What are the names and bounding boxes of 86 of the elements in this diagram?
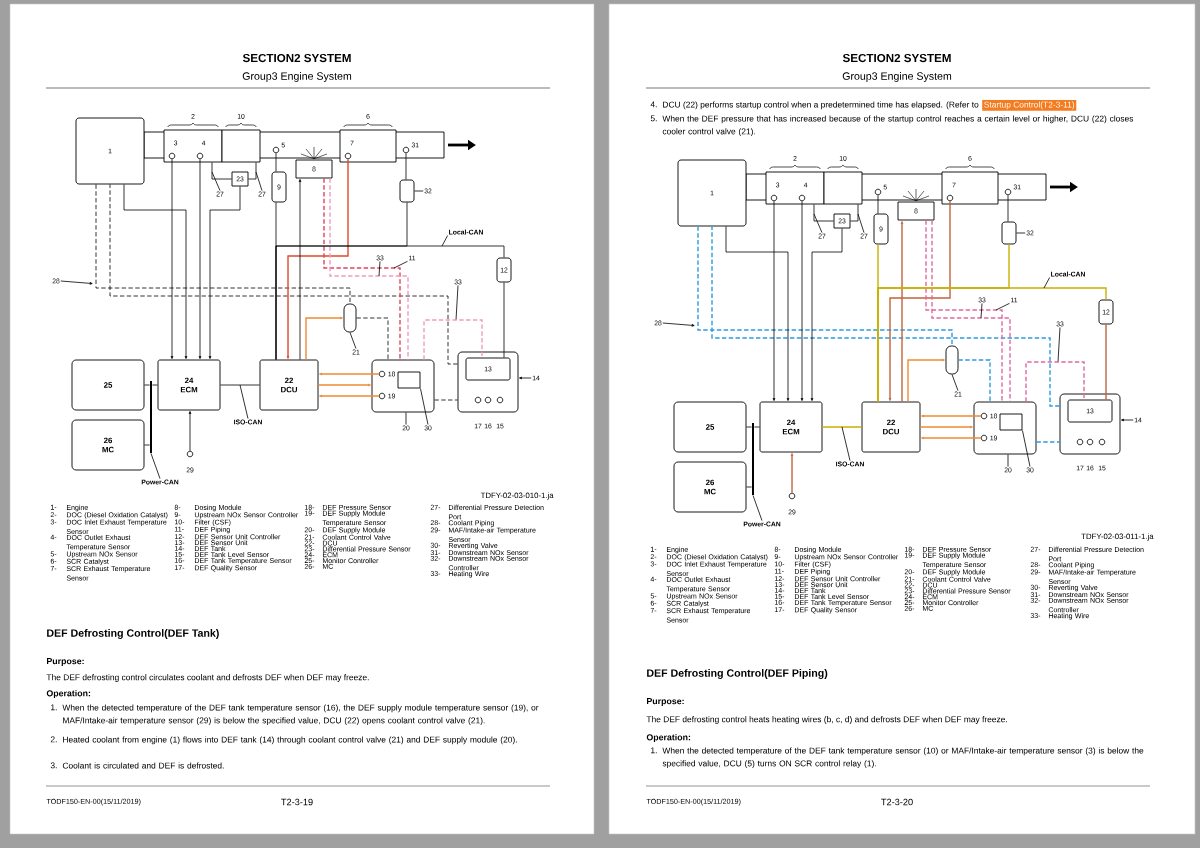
wire	[921, 414, 982, 418]
wire	[921, 436, 982, 440]
wire	[810, 228, 843, 401]
wire	[919, 425, 973, 429]
coolant-pipe	[957, 359, 991, 403]
leader-line	[1007, 454, 1009, 467]
leader-line	[255, 171, 263, 192]
leader-line	[455, 285, 459, 321]
can-line	[275, 245, 505, 360]
valve-symbol	[945, 345, 959, 375]
can-line	[746, 426, 752, 428]
controller-box	[399, 179, 415, 203]
wire	[319, 372, 380, 376]
heating-wire	[1025, 361, 1085, 403]
leader-line	[662, 322, 695, 327]
leader-line	[420, 388, 429, 425]
wire	[813, 204, 834, 222]
can-line	[220, 384, 260, 386]
coolant-pipe	[697, 225, 953, 347]
leader-line	[1043, 277, 1051, 289]
leader-line	[393, 260, 408, 269]
leader-line	[1121, 418, 1134, 422]
leader-line	[414, 190, 424, 192]
valve-symbol	[343, 303, 357, 333]
coolant-pipe	[1035, 441, 1061, 443]
wire	[790, 453, 794, 494]
can-line	[821, 426, 863, 428]
wire	[877, 194, 879, 214]
wire	[170, 158, 174, 359]
can-line	[152, 384, 158, 386]
wire	[772, 200, 776, 401]
coolant-pipe	[711, 225, 1061, 407]
leader-line	[980, 303, 983, 319]
coolant-pipe	[109, 184, 458, 365]
leader-line	[519, 376, 532, 380]
wire	[275, 152, 277, 172]
wire	[248, 162, 257, 180]
wire	[725, 226, 790, 401]
wire	[900, 221, 904, 403]
leader-line	[857, 213, 865, 234]
valve-box	[397, 371, 421, 389]
leader-line	[405, 412, 407, 425]
leader-line	[150, 453, 161, 479]
wire	[198, 158, 202, 359]
leader-line	[239, 384, 249, 419]
can-line	[144, 384, 150, 386]
wire	[907, 358, 945, 403]
wire	[188, 411, 192, 452]
wire	[1105, 323, 1107, 401]
leader-line	[1057, 327, 1061, 363]
leader-line	[1016, 232, 1026, 234]
wire	[305, 316, 343, 361]
wire	[211, 162, 232, 180]
valve-box	[999, 413, 1023, 431]
can-line	[144, 444, 150, 446]
leader-line	[1022, 430, 1031, 467]
coolant-pipe	[434, 399, 458, 401]
leader-line	[60, 280, 93, 285]
wire	[208, 186, 241, 359]
wire	[317, 383, 371, 387]
wire	[319, 394, 380, 398]
leader-line	[841, 426, 851, 461]
can-line	[877, 287, 1107, 403]
coolant-pipe	[95, 184, 351, 304]
wire	[888, 200, 951, 401]
wire	[286, 158, 349, 359]
wire	[503, 282, 505, 358]
leader-line	[349, 332, 357, 350]
wire	[850, 204, 859, 222]
controller-box	[1001, 221, 1017, 245]
wire	[1007, 194, 1009, 222]
can-line	[754, 426, 760, 428]
leader-line	[951, 374, 959, 392]
wire	[298, 179, 302, 360]
leader-line	[752, 495, 763, 521]
leader-line	[441, 235, 449, 247]
heating-wire	[423, 319, 483, 361]
wire	[405, 152, 407, 180]
leader-line	[211, 171, 221, 192]
leader-line	[813, 213, 823, 234]
coolant-pipe	[356, 317, 389, 360]
leader-line	[378, 261, 381, 277]
wire	[123, 184, 188, 359]
can-line	[746, 486, 752, 488]
leader-line	[995, 302, 1010, 311]
wire	[800, 200, 804, 401]
